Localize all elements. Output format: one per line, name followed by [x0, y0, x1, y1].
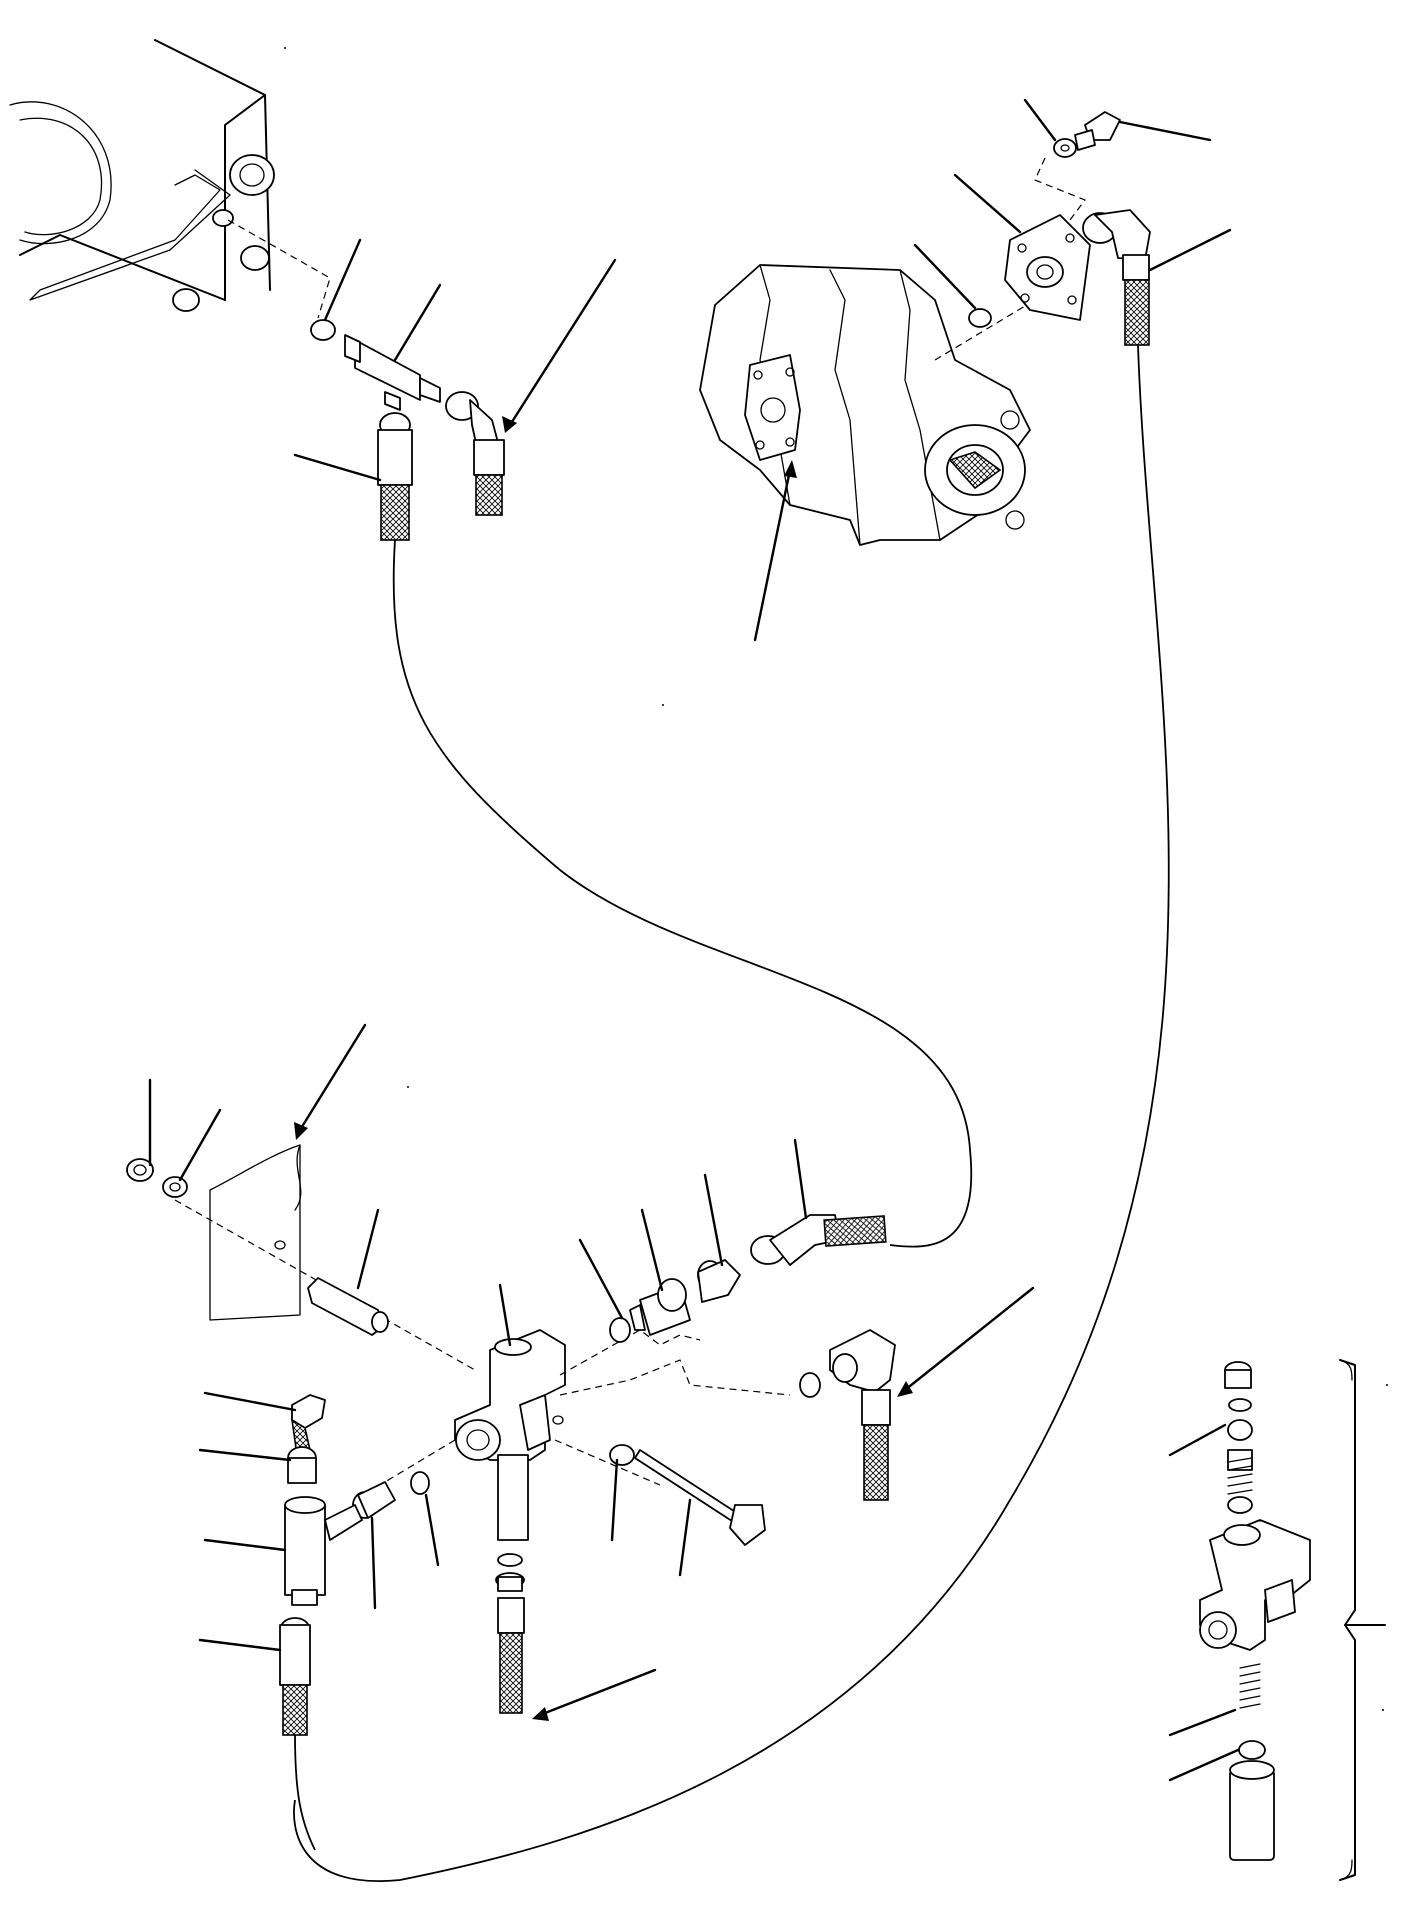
assembly-line-pump-flange	[934, 299, 1036, 361]
assembly-line-valve-top	[559, 1329, 701, 1376]
swivel-elbow-hose-top	[445, 391, 505, 516]
hose-line-right	[293, 344, 1170, 1883]
flange-plate	[1004, 214, 1091, 321]
assembly-line-bolt	[1034, 157, 1086, 221]
hydraulic-gear-pump	[699, 264, 1031, 546]
valve-mounting-bolt	[634, 1449, 766, 1546]
hose-end-top-left	[377, 412, 413, 541]
hose-line-bottom-left	[294, 1734, 316, 1851]
pump-o-ring	[968, 308, 992, 328]
o-ring-valve-outlet	[410, 1471, 430, 1495]
swivel-elbow-hose-right	[1082, 209, 1151, 346]
detail-bracket	[1339, 1359, 1386, 1881]
pressure-relief-valve-body	[454, 1329, 566, 1541]
relief-valve-detail	[1199, 1361, 1311, 1861]
hydraulic-tank	[9, 39, 275, 312]
scan-specks	[284, 47, 1388, 1711]
test-port-nut	[287, 1446, 317, 1484]
test-port-cap	[290, 1394, 326, 1457]
spacer-tube	[307, 1277, 389, 1336]
flange-bolt	[1074, 111, 1121, 151]
mounting-bracket	[209, 1144, 302, 1321]
nut-bracket	[126, 1158, 154, 1182]
swivel-elbow-hose-right-mid	[799, 1329, 896, 1501]
valve-outlet-hose-end	[495, 1553, 525, 1714]
flange-washer	[1053, 138, 1077, 158]
valve-washer	[609, 1444, 635, 1466]
tee-fitting-bottom	[284, 1496, 363, 1606]
tee-fitting-top	[310, 319, 441, 411]
assembly-line-valve-bottom	[554, 1439, 661, 1486]
callout-arrowheads	[294, 416, 913, 1721]
assembly-line-tank-tee	[227, 219, 331, 319]
callout-pointers	[148, 98, 1240, 1782]
adapter-fitting-1	[629, 1278, 691, 1336]
adapter-fitting-2	[697, 1259, 741, 1303]
hose-line-left	[392, 539, 973, 1248]
hose-end-bottom-left	[279, 1617, 311, 1736]
washer-bracket	[162, 1176, 188, 1198]
swivel-hose-end-mid	[750, 1214, 887, 1266]
o-ring-valve-inlet	[609, 1317, 631, 1343]
detail-bracket-inner	[1339, 1359, 1353, 1881]
assembly-line-valve-right	[559, 1359, 791, 1396]
assembly-line-valve-left	[379, 1439, 456, 1486]
